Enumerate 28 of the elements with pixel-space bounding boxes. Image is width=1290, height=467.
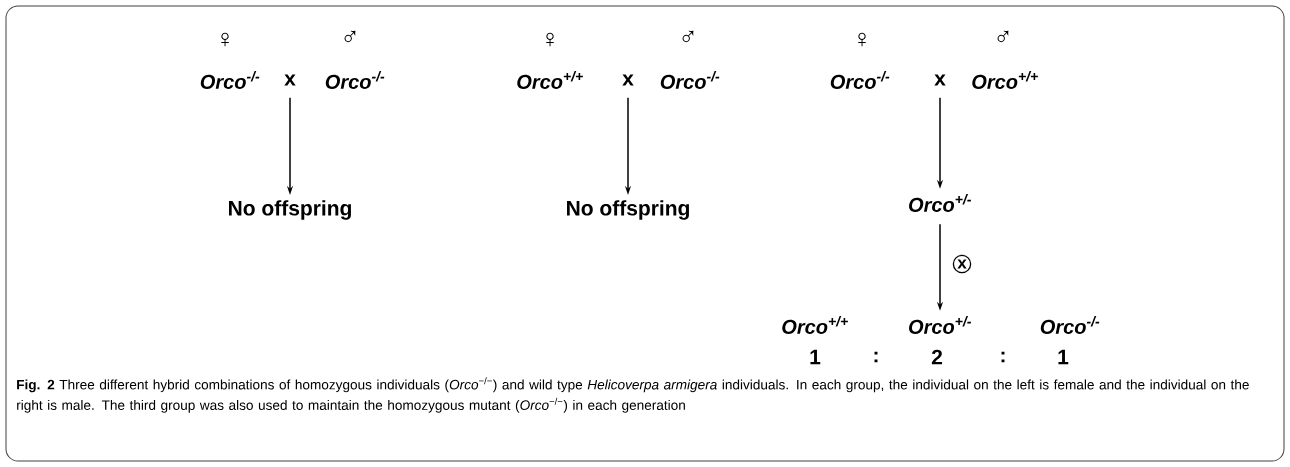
ratio-label: 2 bbox=[931, 349, 942, 365]
sex-symbol: ♂ bbox=[682, 30, 694, 43]
genotype-label: Orco$^{+/-}$ bbox=[909, 194, 972, 212]
genotype-label: Orco$^{-/-}$ bbox=[830, 71, 890, 89]
genotype-label: Orco$^{-/-}$ bbox=[660, 71, 720, 89]
genotype-label: Orco$^{+/+}$ bbox=[782, 316, 848, 334]
ratio-label: : bbox=[1001, 351, 1005, 363]
sex-symbol: ♀ bbox=[546, 32, 554, 47]
genotype-label: Orco$^{+/-}$ bbox=[909, 316, 972, 334]
genotype-label: Orco$^{-/-}$ bbox=[325, 71, 385, 89]
genotype-label: Orco$^{-/-}$ bbox=[1040, 316, 1100, 334]
cross-symbol: x bbox=[284, 74, 296, 86]
genotype-label: Orco$^{+/+}$ bbox=[972, 71, 1038, 89]
sex-symbol: ♀ bbox=[221, 32, 229, 47]
outcome-label: No offspring bbox=[567, 200, 689, 220]
sex-symbol: ♀ bbox=[858, 32, 866, 47]
genotype-label: Orco$^{-/-}$ bbox=[200, 71, 260, 89]
genotype-label: Orco$^{+/+}$ bbox=[517, 71, 583, 89]
sex-symbol: ♂ bbox=[344, 30, 356, 43]
cross-symbol: x bbox=[622, 74, 634, 86]
ratio-label: : bbox=[874, 351, 878, 363]
outcome-label: No offspring bbox=[229, 200, 351, 220]
figure-caption: Fig. 2 Three different hybrid combinations of homozygous individuals (Orco$^{−/−}$) and wild type Helicoverpa armigera individuals. In each group, the individual on the left is female and the individual on the right is male. The third group was also used to maintain the homozygous mutant (Orco$^{−/−}$) in each generation bbox=[17, 377, 1249, 413]
edge-label: x bbox=[952, 254, 972, 274]
sex-symbol: ♂ bbox=[997, 30, 1009, 43]
cross-symbol: x bbox=[934, 74, 946, 86]
ratio-label: 1 bbox=[810, 349, 821, 365]
ratio-label: 1 bbox=[1058, 349, 1069, 365]
